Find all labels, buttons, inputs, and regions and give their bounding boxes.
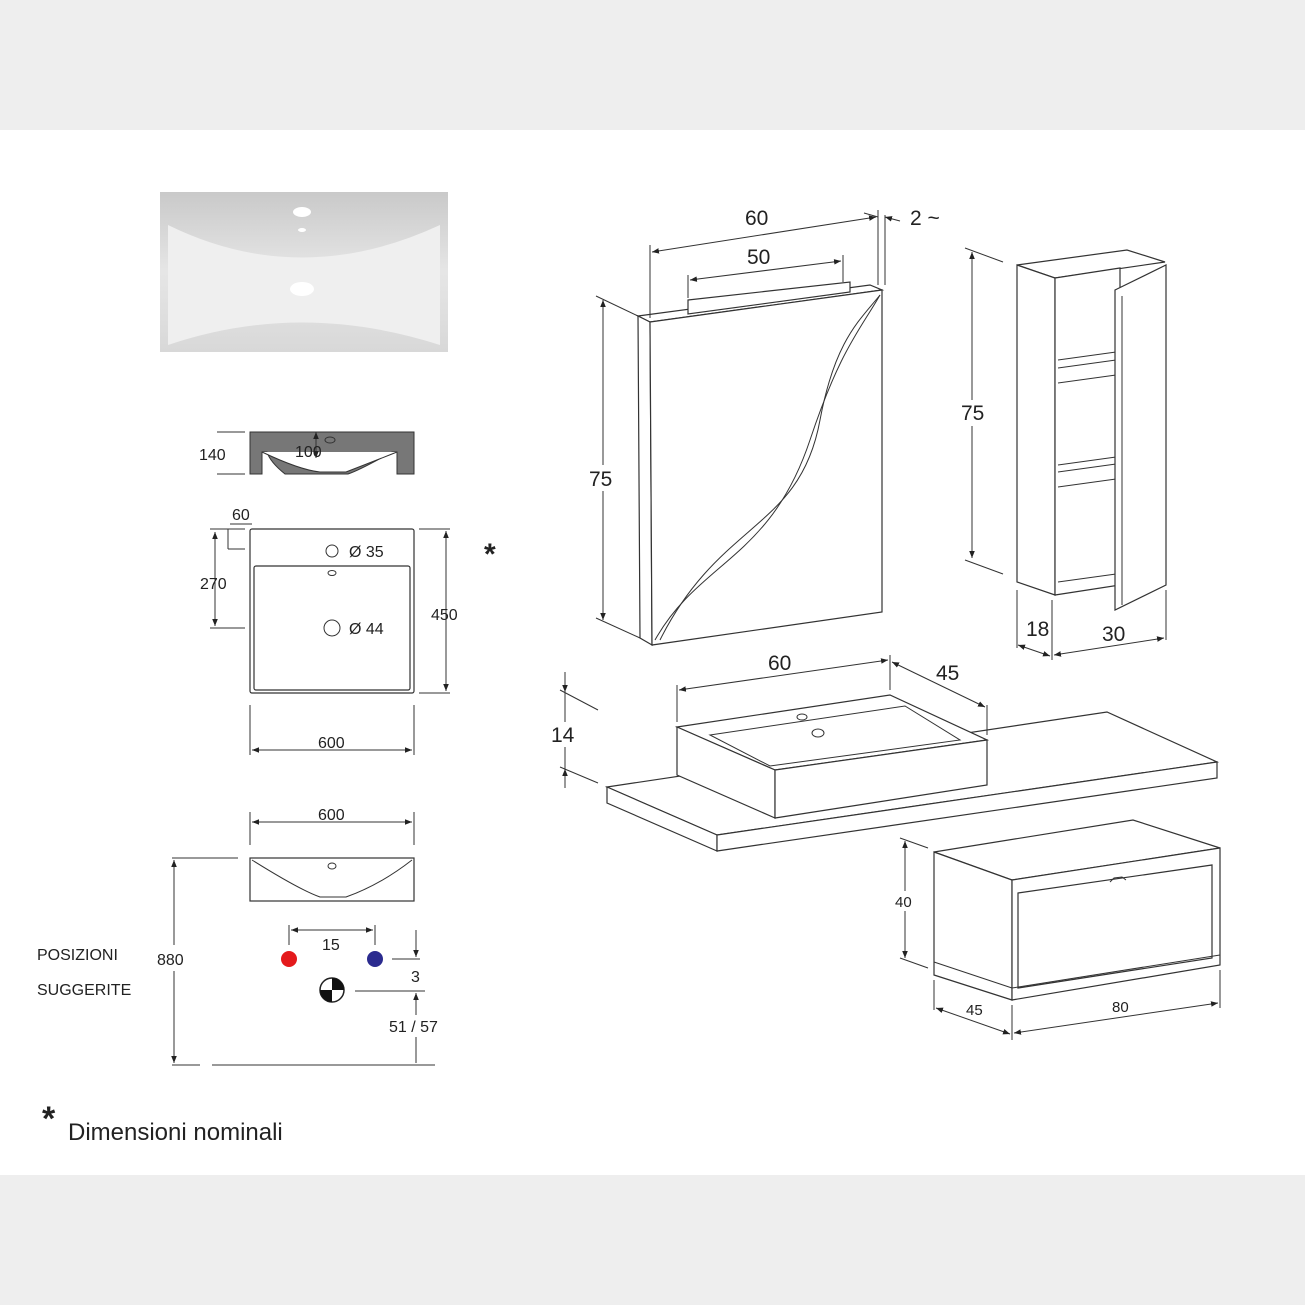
drain-height-label: 51 / 57 <box>389 1019 438 1036</box>
footnote-marker: * <box>42 1100 56 1138</box>
offset-label: 3 <box>411 969 420 986</box>
drawer-width-label: 80 <box>1112 999 1129 1016</box>
bottom-band <box>0 1175 1305 1305</box>
drawer-height-label: 40 <box>895 894 912 911</box>
footnote: * Dimensioni nominali <box>42 1100 283 1146</box>
tap-offset-label: 60 <box>232 507 250 524</box>
countertop-basin-view: 60 45 14 <box>551 652 1220 852</box>
installation-view: 600 880 POSIZIONI SUGGERITE 15 <box>37 807 444 1066</box>
footnote-text: Dimensioni nominali <box>68 1119 283 1146</box>
drawer-front <box>1017 864 1213 989</box>
tap-hole-label: Ø 35 <box>349 544 384 561</box>
mirror-light <box>687 281 851 315</box>
drain-offset-label: 270 <box>200 576 227 593</box>
sink-render <box>160 192 448 352</box>
basin-depth-label: 45 <box>936 662 959 685</box>
cabinet-height-label: 75 <box>961 402 984 425</box>
spacing-label: 15 <box>322 937 340 954</box>
top-band <box>0 0 1305 130</box>
mirror-height-label: 75 <box>589 468 612 491</box>
suggested-positions-line1: POSIZIONI <box>37 947 118 964</box>
sink-section-view: 140 100 <box>199 431 415 475</box>
basin-height-label: 14 <box>551 724 575 747</box>
column-cabinet-view: 75 18 30 <box>958 247 1167 660</box>
cabinet-depth-label: 18 <box>1026 618 1049 641</box>
hot-water-icon <box>281 951 297 967</box>
drawer-unit-view: 40 45 80 <box>893 819 1221 1040</box>
mirror-light-width-label: 50 <box>747 246 770 269</box>
sink-width-label: 600 <box>318 735 345 752</box>
drain-hole-label: Ø 44 <box>349 621 384 638</box>
drain-hole-icon <box>323 619 341 637</box>
cold-water-icon <box>367 951 383 967</box>
suggested-positions-line2: SUGGERITE <box>37 982 131 999</box>
sink-top-view: Ø 35 Ø 44 60 270 450 600 * <box>200 507 496 755</box>
tap-hole-icon <box>325 544 339 558</box>
mirror-view: 60 50 75 2 ~ <box>588 207 940 647</box>
bowl-depth-label: 100 <box>295 444 322 461</box>
drain-position-icon <box>319 977 345 1003</box>
cabinet-width-label: 30 <box>1102 623 1125 646</box>
mirror-width-label: 60 <box>745 207 768 230</box>
install-height-label: 880 <box>157 952 184 969</box>
cabinet-door <box>1114 264 1167 611</box>
basin-width-label: 60 <box>768 652 791 675</box>
nominal-marker: * <box>484 538 496 571</box>
drawer-depth-label: 45 <box>966 1002 983 1019</box>
sink-length-label: 450 <box>431 607 458 624</box>
sink-depth-label: 140 <box>199 447 226 464</box>
install-width-label: 600 <box>318 807 345 824</box>
mirror-depth-label: 2 ~ <box>910 207 940 230</box>
